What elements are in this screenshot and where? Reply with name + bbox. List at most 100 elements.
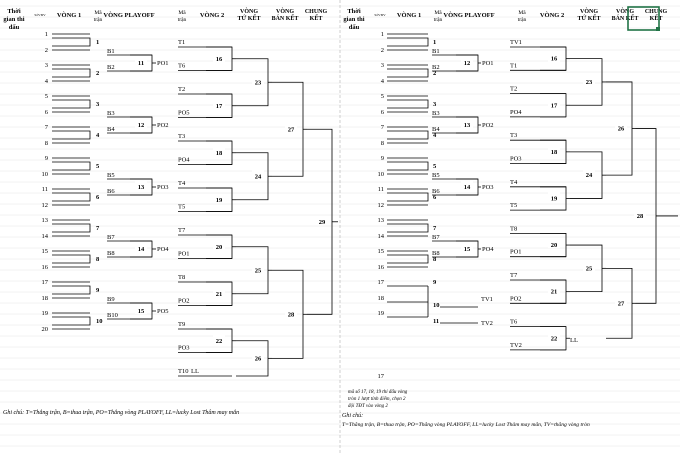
fill-handle[interactable] <box>656 27 660 31</box>
loser-label: B5 <box>107 172 115 179</box>
semi-match-number: 28 <box>288 311 295 318</box>
playoff-match-label-bg <box>135 57 147 66</box>
playoff-match-number: 13 <box>464 122 471 129</box>
header-match-code: Mã <box>518 10 526 16</box>
header-quarter: VÒNG <box>240 7 258 15</box>
round2-entry-label: PO1 <box>178 251 190 258</box>
round1-box <box>387 130 429 140</box>
round2-match-label-bg <box>548 145 560 155</box>
playoff-winner-label: PO4 <box>157 246 169 253</box>
round2-entry-label: T2 <box>510 86 517 93</box>
player-slot-number: 13 <box>378 217 385 224</box>
player-slot-number: 16 <box>42 264 49 271</box>
semi-match-label-bg <box>285 123 297 133</box>
round1-match-number: 4 <box>96 132 100 139</box>
round2-entry-label: T3 <box>178 133 185 140</box>
header-match-code: trận <box>518 17 527 23</box>
round2-match-number: 19 <box>216 197 223 204</box>
round1-box <box>387 68 429 78</box>
player-slot-number: 3 <box>381 62 384 69</box>
loser-label: B2 <box>107 64 115 71</box>
header-semi: VÒNG <box>276 7 294 15</box>
loser-label: B8 <box>432 250 440 257</box>
header-vdv: SốVĐV <box>34 13 46 17</box>
quarter-match-label-bg <box>252 352 264 362</box>
round2-entry-label: T8 <box>178 274 185 281</box>
player-slot-number: 1 <box>381 31 384 38</box>
final-match-label-bg <box>634 209 646 219</box>
round2-entry-label: T6 <box>510 319 518 326</box>
player-slot-number: 4 <box>45 78 49 85</box>
round1-match-number: 2 <box>96 70 99 77</box>
round1-box <box>52 316 91 326</box>
player-slot-number: 17 <box>42 279 49 286</box>
round1-match-number: 3 <box>96 101 100 108</box>
playoff-winner-label: PO3 <box>482 184 494 191</box>
round1-match-number: 5 <box>96 163 100 170</box>
selected-cell[interactable] <box>627 6 660 31</box>
playoff-winner-label: PO1 <box>482 60 494 67</box>
playoff-winner-label: PO2 <box>157 122 169 129</box>
player-slot-number: 2 <box>381 47 384 54</box>
playoff-winner-label: PO2 <box>482 122 494 129</box>
player-slot-number: 15 <box>378 248 385 255</box>
player-slot-number: 3 <box>45 62 48 69</box>
round2-entry-label: T3 <box>510 132 517 139</box>
header-playoff: VÒNG PLAYOFF <box>103 11 154 19</box>
round2-match-number: 20 <box>551 242 558 249</box>
quarter-match-number: 23 <box>586 79 593 86</box>
player-slot-number: 18 <box>42 295 49 302</box>
round-robin-winner: TV1 <box>481 296 493 303</box>
player-slot-number: 5 <box>45 93 48 100</box>
quarter-match-label-bg <box>583 75 595 85</box>
round2-entry-label: T5 <box>510 202 517 209</box>
round2-match-number: 20 <box>216 244 223 251</box>
playoff-winner-label: PO4 <box>482 246 494 253</box>
quarter-match-number: 24 <box>255 173 262 180</box>
loser-label: B1 <box>107 48 115 55</box>
round2-match-label-bg <box>548 192 560 202</box>
playoff-match-number: 12 <box>138 122 145 129</box>
round1-match-number: 7 <box>96 225 100 232</box>
player-slot-number: 6 <box>381 109 385 116</box>
header-round2: VÒNG 2 <box>540 11 564 19</box>
round1-box <box>52 192 91 202</box>
round2-entry-label: T2 <box>178 86 185 93</box>
player-slot-number: 14 <box>378 233 385 240</box>
player-slot-number: 11 <box>42 186 48 193</box>
player-slot-number: 2 <box>45 47 48 54</box>
round1-match-number: 6 <box>433 194 437 201</box>
round-robin-number: 10 <box>433 302 440 309</box>
player-slot-number: 9 <box>381 155 384 162</box>
round-robin-winner: TV2 <box>481 320 493 327</box>
round2-match-number: 21 <box>551 289 558 296</box>
round2-match-number: 16 <box>551 56 558 63</box>
playoff-match-number: 13 <box>138 184 145 191</box>
header-match-code: trận <box>178 17 187 23</box>
playoff-winner-label: PO3 <box>157 184 169 191</box>
round1-box <box>52 99 91 109</box>
semi-match-number: 27 <box>288 126 295 133</box>
player-slot-number: 4 <box>381 78 385 85</box>
player-slot-number: 7 <box>45 124 49 131</box>
lucky-loser-label: LL <box>191 368 199 375</box>
round1-match-number: 3 <box>433 101 437 108</box>
header-final: CHUNG <box>645 9 668 15</box>
round2-entry-label: T9 <box>178 321 185 328</box>
player-slot-number: 8 <box>381 140 384 147</box>
semi-match-number: 27 <box>618 300 625 307</box>
header-time: Thời <box>7 8 21 15</box>
loser-label: B5 <box>432 172 440 179</box>
player-slot-number: 19 <box>378 310 385 317</box>
quarter-match-number: 24 <box>586 172 593 179</box>
loser-label: B6 <box>107 188 115 195</box>
playoff-match-number: 12 <box>464 60 471 67</box>
round1-match-number: 10 <box>96 318 103 325</box>
loser-label: B4 <box>432 126 440 133</box>
playoff-match-label-bg <box>135 243 147 252</box>
playoff-match-label-bg <box>135 305 147 314</box>
header-match-code: trận <box>94 17 103 23</box>
header-time: đấu <box>349 24 360 31</box>
